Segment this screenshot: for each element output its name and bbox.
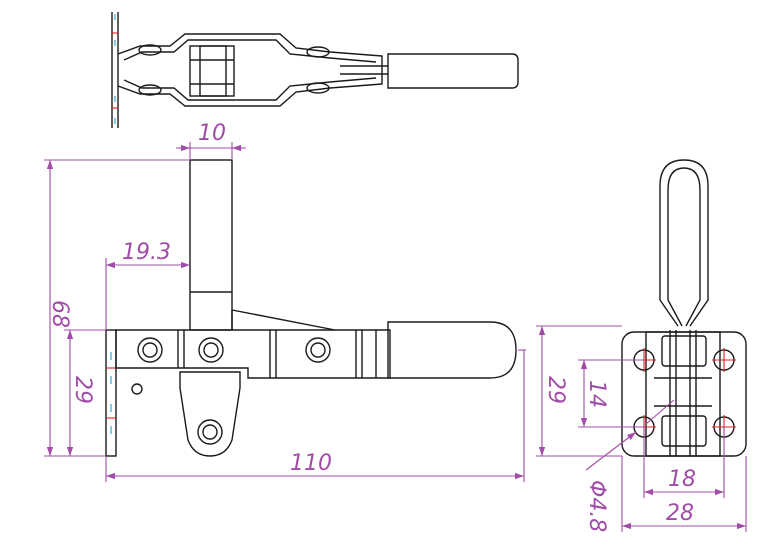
- front-view: [105, 159, 517, 457]
- dim-total-height: 68: [47, 300, 72, 328]
- dim-total-length: 110: [290, 451, 332, 476]
- dimension-labels: 10 19.3 68 29 110 29 14 18 28 Φ4.8: [47, 121, 696, 532]
- dim-side-base-height: 29: [543, 376, 568, 404]
- dim-hole-spacing-vertical: 14: [584, 380, 609, 408]
- top-view: [111, 12, 519, 128]
- dim-handle-width: 10: [198, 121, 226, 146]
- side-view: [621, 159, 747, 457]
- dim-hole-diameter: Φ4.8: [584, 480, 609, 532]
- dim-hole-spacing-horizontal: 18: [668, 467, 696, 492]
- dim-handle-offset: 19.3: [122, 240, 171, 265]
- dim-base-width: 28: [666, 501, 694, 526]
- dimension-lines: [44, 142, 747, 532]
- dim-base-height: 29: [70, 376, 95, 404]
